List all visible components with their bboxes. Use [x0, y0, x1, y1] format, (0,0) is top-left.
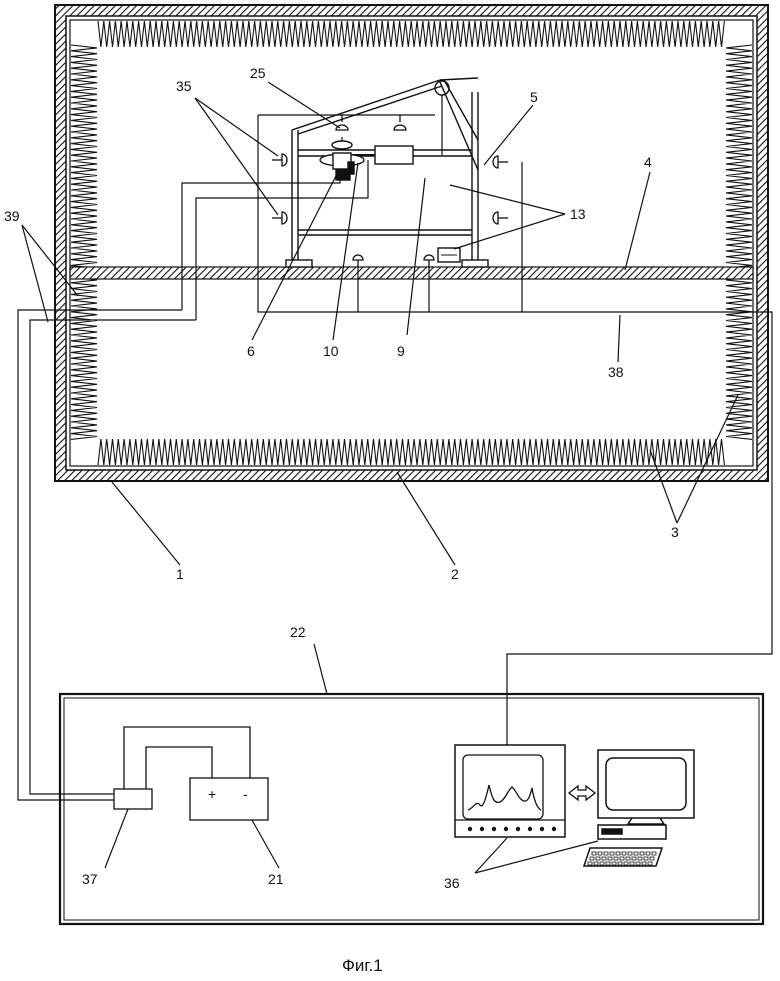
- label-13: 13: [570, 206, 586, 222]
- cable-38: [506, 311, 773, 745]
- sensor-top-2: [393, 115, 407, 131]
- cable-39-a: [17, 309, 182, 801]
- label-38: 38: [608, 364, 624, 380]
- leader-lines: [21, 81, 739, 874]
- reference-numerals: 35 25 5 4 13 39 6 10 9 38 3 1 2 22 37 21…: [4, 65, 679, 891]
- sensor-left-lower: [272, 211, 288, 225]
- sensor-left-upper: [272, 153, 288, 167]
- label-4: 4: [644, 154, 652, 170]
- data-link-arrow: [567, 784, 597, 802]
- floor-grating: [69, 266, 754, 280]
- sensor-floor-1: [352, 254, 364, 267]
- label-1: 1: [176, 566, 184, 582]
- power-supply: [189, 777, 269, 821]
- label-6: 6: [247, 343, 255, 359]
- label-36: 36: [444, 875, 460, 891]
- label-10: 10: [323, 343, 339, 359]
- label-21: 21: [268, 871, 284, 887]
- absorber-cones-top: [97, 20, 725, 48]
- sensors: [272, 115, 508, 267]
- switch-box: [113, 788, 153, 810]
- absorber-cones-right: [725, 44, 753, 440]
- label-39: 39: [4, 208, 20, 224]
- control-room: [58, 692, 765, 926]
- chamber-outer-shell: [54, 4, 769, 482]
- power-plus-sign: +: [208, 786, 216, 802]
- analyzer-buttons: [467, 826, 557, 832]
- spectrum-trace: [467, 784, 542, 811]
- label-9: 9: [397, 343, 405, 359]
- absorber-cones-bottom: [97, 438, 725, 466]
- computer: [582, 749, 695, 867]
- power-circuit: [113, 726, 269, 821]
- test-rig: [257, 77, 523, 313]
- label-35: 35: [176, 78, 192, 94]
- label-25: 25: [250, 65, 266, 81]
- label-2: 2: [451, 566, 459, 582]
- label-22: 22: [290, 624, 306, 640]
- cable-39-b: [29, 319, 196, 795]
- absorber-cones: [70, 20, 753, 466]
- power-minus-sign: -: [243, 786, 248, 802]
- sensor-right-upper: [492, 155, 508, 169]
- sensor-top-1: [335, 115, 349, 131]
- label-5: 5: [530, 89, 538, 105]
- sensor-floor-2: [423, 254, 435, 267]
- signal-analyzer: [454, 744, 566, 838]
- internal-wiring: [181, 160, 430, 320]
- figure-caption: Фиг.1: [342, 956, 383, 975]
- label-3: 3: [671, 524, 679, 540]
- computer-monitor: [597, 749, 695, 819]
- label-37: 37: [82, 871, 98, 887]
- absorber-cones-left: [70, 44, 98, 440]
- signal-cables: [17, 309, 773, 801]
- sensor-right-lower: [492, 211, 508, 225]
- keyboard: [582, 847, 664, 867]
